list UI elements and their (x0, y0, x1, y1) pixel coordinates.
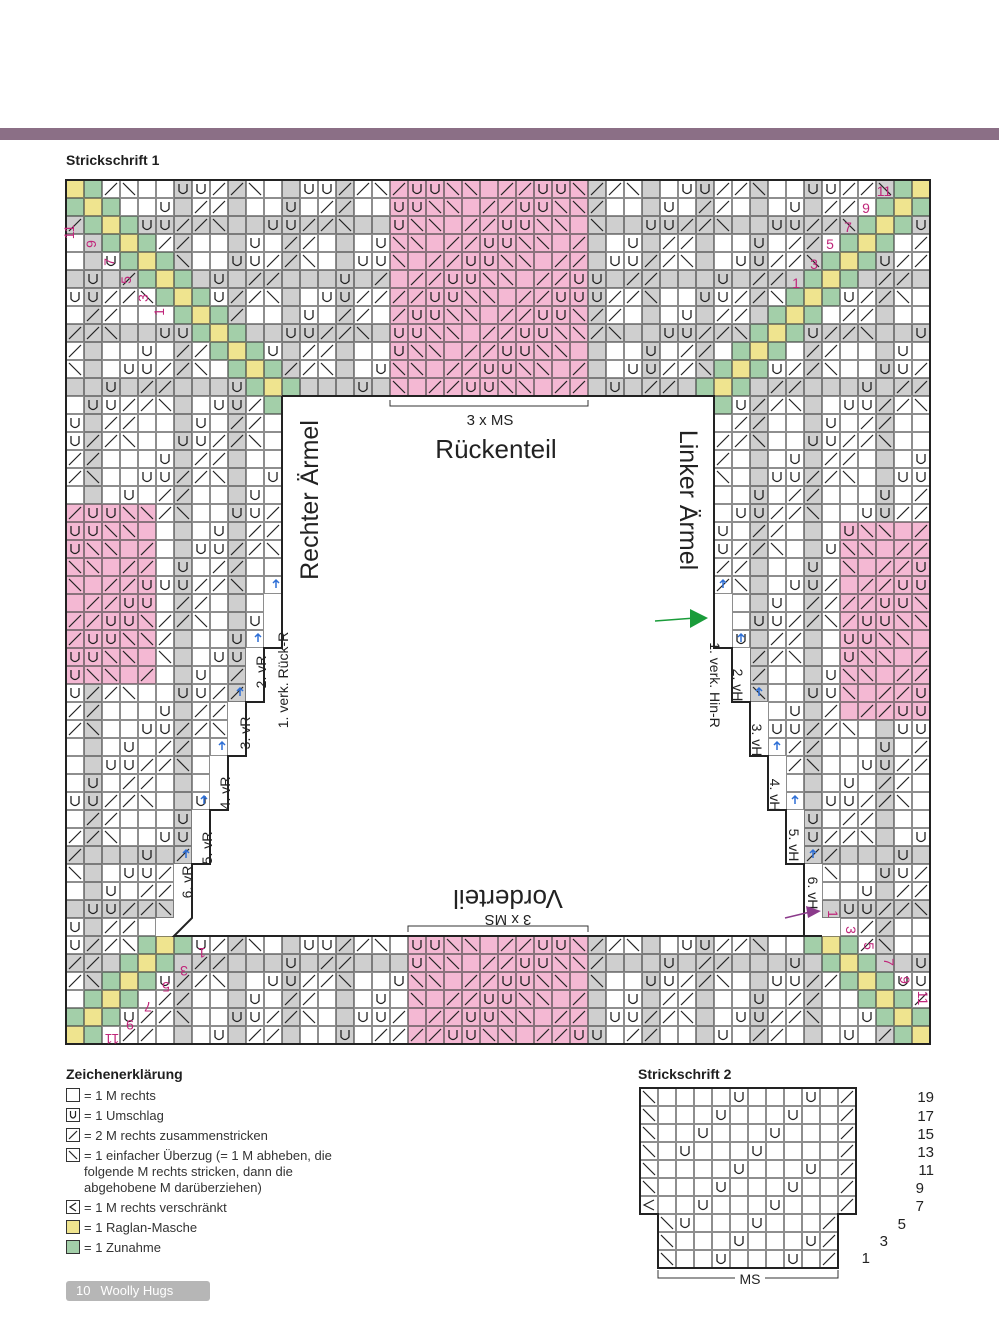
back-ms-label: 3 x MS (467, 412, 514, 429)
row-number-bottom-left: 5 (162, 979, 170, 995)
back-label: Rückenteil (435, 434, 556, 464)
row-number-bottom-left: 3 (180, 963, 188, 979)
row-number-top-right: 11 (877, 183, 892, 199)
row-number-top-left: 9 (83, 240, 99, 248)
left-step-label: 1. verk. Rück-R (275, 632, 291, 728)
right-step-label: 3. vH (749, 724, 765, 757)
increase-swatch-icon (66, 1240, 80, 1254)
row-number-top-left: 3 (135, 294, 151, 302)
up-arrow-icon (791, 794, 799, 804)
up-arrow-icon (737, 632, 745, 642)
row-number-top-left: 1 (151, 308, 167, 316)
green-arrow-icon (654, 617, 696, 622)
row-number-bottom-right: 9 (897, 976, 913, 984)
legend-item: = 1 M rechts verschränkt (66, 1200, 366, 1220)
row-number-bottom-left: 1 (198, 945, 206, 961)
row-number-top-right: 7 (844, 219, 852, 235)
left-step-label: 6. vR (179, 866, 195, 899)
legend-text: = 1 Zunahme (84, 1240, 161, 1255)
green-arrowhead-icon (690, 609, 708, 628)
row-number-bottom-left: 7 (144, 999, 152, 1015)
legend-text: = 1 M rechts verschränkt (84, 1200, 227, 1215)
row-number-top-right: 9 (862, 200, 870, 216)
stitch-symbol-icon (66, 1128, 80, 1142)
up-arrow-icon (272, 578, 280, 588)
row-number-top-right: 3 (810, 256, 818, 272)
legend-item: = 1 Raglan-Masche (66, 1220, 366, 1240)
legend-item: = 1 Zunahme (66, 1240, 366, 1260)
up-arrow-icon (200, 794, 208, 804)
legend: = 1 M rechts = 1 Umschlag = 2 M rechts zus… (66, 1088, 366, 1260)
page-number: 10 (76, 1283, 91, 1298)
stitch-symbol-icon (66, 1200, 80, 1214)
row-number-bottom-right: 7 (881, 958, 897, 966)
left-sleeve-label: Linker Ärmel (674, 430, 702, 570)
up-arrow-icon (809, 848, 817, 858)
chart1-outline (65, 179, 931, 1045)
chart1-cells (66, 180, 930, 1044)
stitch-symbol-icon (66, 1148, 80, 1162)
front-ms-label: 3 x MS (485, 911, 532, 928)
left-step-label: 5. vR (199, 832, 215, 865)
right-step-label: 4. vH (767, 779, 783, 812)
legend-text: = 1 Umschlag (84, 1108, 164, 1123)
legend-text: = 1 Raglan-Masche (84, 1220, 198, 1235)
raglan-swatch-icon (66, 1220, 80, 1234)
right-step-label: 6. vH (805, 877, 821, 910)
right-step-label: 2. vH (730, 669, 746, 702)
up-arrow-icon (755, 686, 763, 696)
right-step-label: 1. verk. Hin-R (707, 642, 723, 728)
legend-item: = 1 einfacher Überzug (= 1 M abheben, di… (66, 1148, 366, 1200)
up-arrow-icon (719, 578, 727, 588)
left-step-label: 3. vR (237, 717, 253, 750)
row-number-bottom-left: 9 (126, 1017, 134, 1033)
page-footer: 10 Woolly Hugs (66, 1281, 210, 1301)
legend-text: = 1 einfacher Überzug (= 1 M abheben, di… (84, 1148, 332, 1195)
purple-arrowhead-icon (806, 906, 821, 918)
legend-item: = 1 M rechts (66, 1088, 366, 1108)
row-number-bottom-right: 1 (825, 910, 841, 918)
purple-arrow-icon (784, 911, 811, 919)
stitch-symbol-icon (66, 1108, 80, 1122)
right-sleeve-label: Rechter Ärmel (296, 420, 324, 580)
chart1-grid (66, 180, 930, 1044)
up-arrow-icon (218, 740, 226, 750)
up-arrow-icon (236, 686, 244, 696)
header-bar (0, 128, 999, 140)
row-number-top-left: 7 (101, 258, 117, 266)
row-number-bottom-left: 11 (105, 1031, 120, 1047)
book-title: Woolly Hugs (100, 1283, 174, 1298)
row-number-top-left: 11 (61, 225, 77, 240)
chart2-title: Strickschrift 2 (638, 1066, 732, 1082)
up-arrow-icon (182, 848, 190, 858)
legend-text: = 1 M rechts (84, 1088, 156, 1103)
legend-text: = 2 M rechts zusammenstricken (84, 1128, 268, 1143)
row-number-top-left: 5 (118, 276, 134, 284)
right-step-label: 5. vH (786, 829, 802, 862)
row-number-bottom-right: 5 (861, 942, 877, 950)
row-number-top-right: 1 (792, 275, 800, 291)
left-step-label: 2. vR (253, 656, 269, 689)
legend-item: = 2 M rechts zusammenstricken (66, 1128, 366, 1148)
left-step-label: 4. vR (217, 777, 233, 810)
knit-symbol-icon (66, 1088, 80, 1102)
chart1-title: Strickschrift 1 (66, 152, 160, 168)
row-number-bottom-right: 3 (843, 926, 859, 934)
legend-title: Zeichenerklärung (66, 1066, 183, 1082)
row-number-top-right: 5 (826, 236, 834, 252)
legend-item: = 1 Umschlag (66, 1108, 366, 1128)
row-number-bottom-right: 11 (915, 991, 931, 1006)
up-arrow-icon (773, 740, 781, 750)
front-label: Vorderteil (453, 884, 563, 914)
up-arrow-icon (254, 632, 262, 642)
